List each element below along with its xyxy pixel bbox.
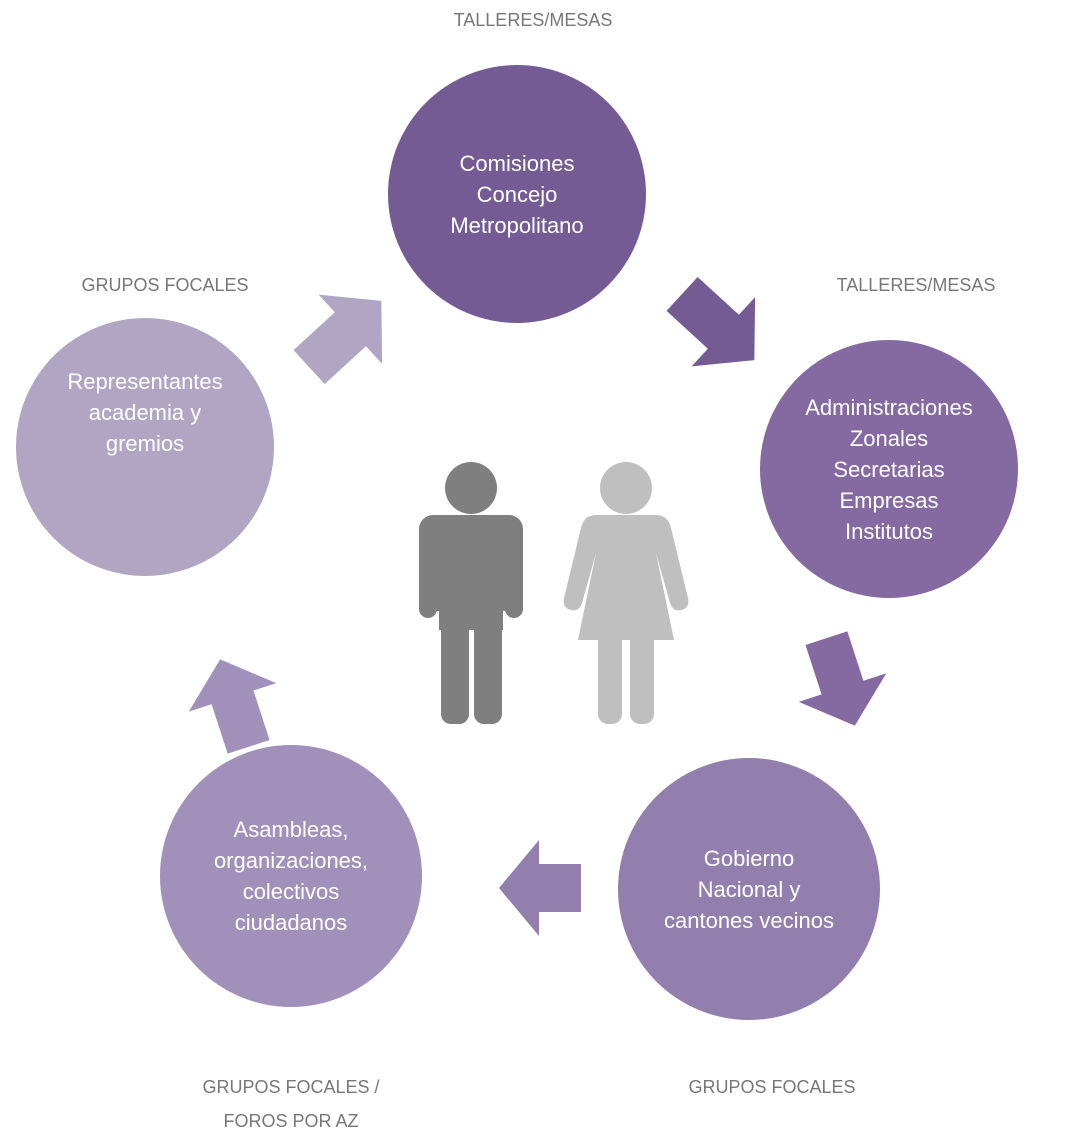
arrow-bottom-left-to-left-icon — [188, 659, 277, 754]
caption-right: TALLERES/MESAS — [836, 275, 996, 295]
node-gobierno-line-3: cantones vecinos — [664, 907, 834, 933]
node-administraciones-line-1: Administraciones — [805, 394, 973, 420]
node-comisiones-line-1: Comisiones — [459, 150, 575, 176]
node-representantes-line-2: academia y — [88, 399, 202, 425]
node-comisiones-line-2: Concejo — [476, 181, 558, 207]
node-comisiones-line-3: Metropolitano — [450, 212, 584, 238]
caption-top: TALLERES/MESAS — [453, 10, 613, 30]
node-asambleas-line-3: colectivos — [242, 879, 340, 904]
node-administraciones-line-2: Zonales — [849, 425, 929, 451]
node-gobierno-line-1: Gobierno — [703, 845, 795, 871]
node-gobierno: Gobierno Nacional y cantones vecinos — [618, 758, 880, 1020]
arrow-left-to-top-icon — [293, 294, 383, 385]
node-asambleas-line-2: organizaciones, — [213, 848, 369, 873]
node-asambleas-line-4: ciudadanos — [234, 910, 348, 935]
node-representantes-text: Representantes academia y gremios — [67, 366, 222, 459]
arrow-right-to-bottom-icon — [798, 631, 887, 726]
woman-icon — [563, 462, 689, 724]
node-administraciones-text: Administraciones Zonales Secretarias Emp… — [805, 392, 973, 547]
man-icon — [419, 462, 523, 724]
caption-bottom-left-line-2: FOROS POR AZ — [223, 1111, 359, 1131]
node-representantes-line-1: Representantes — [67, 368, 223, 394]
node-asambleas: Asambleas, organizaciones, colectivos ci… — [160, 745, 422, 1007]
node-asambleas-text: Asambleas, organizaciones, colectivos ci… — [214, 814, 368, 938]
node-gobierno-text: Gobierno Nacional y cantones vecinos — [664, 843, 834, 936]
node-gobierno-line-2: Nacional y — [697, 876, 801, 902]
node-administraciones: Administraciones Zonales Secretarias Emp… — [760, 340, 1018, 598]
node-administraciones-line-5: Institutos — [844, 518, 934, 544]
node-representantes: Representantes academia y gremios — [16, 318, 274, 576]
node-comisiones-text: Comisiones Concejo Metropolitano — [450, 148, 583, 241]
arrow-bottom-right-to-bottom-left-icon — [499, 840, 581, 936]
arrow-top-to-right-icon — [666, 276, 756, 367]
node-asambleas-line-1: Asambleas, — [233, 817, 349, 842]
caption-left: GRUPOS FOCALES — [81, 275, 249, 295]
caption-bottom-left-line-1: GRUPOS FOCALES / — [202, 1077, 380, 1097]
node-representantes-line-3: gremios — [105, 430, 185, 456]
node-administraciones-line-4: Empresas — [839, 487, 939, 513]
caption-bottom-right: GRUPOS FOCALES — [688, 1077, 856, 1097]
node-administraciones-line-3: Secretarias — [833, 456, 945, 482]
node-comisiones: Comisiones Concejo Metropolitano — [388, 65, 646, 323]
